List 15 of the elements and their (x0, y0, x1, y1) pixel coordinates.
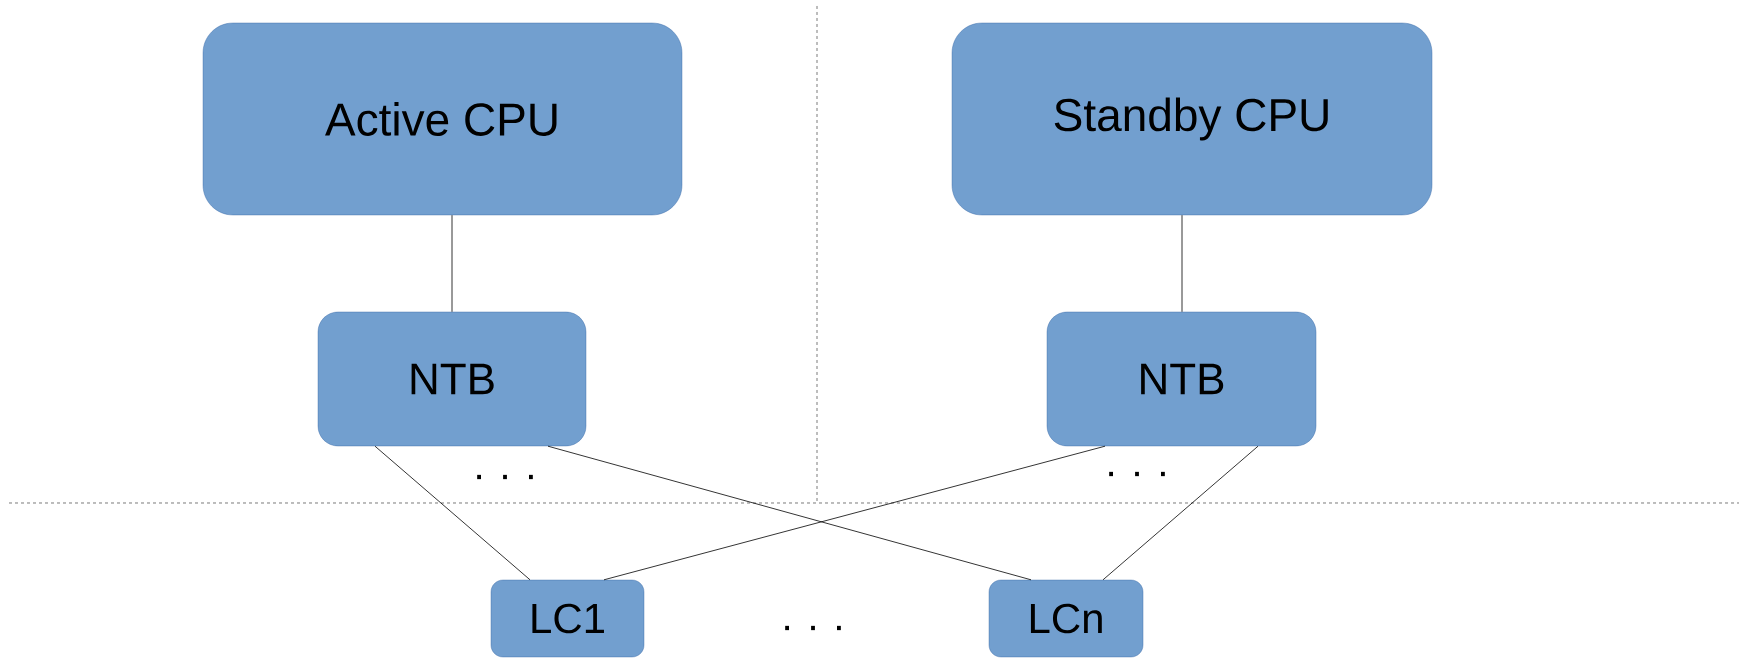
ellipsis-text: . . . (785, 625, 841, 631)
process-box: LCn (988, 579, 1144, 658)
connector-line (451, 214, 453, 313)
ellipsis-text: . . . (477, 474, 533, 480)
process-box: NTB (1046, 311, 1317, 447)
connector-line (1102, 445, 1259, 581)
process-box: NTB (317, 311, 587, 447)
connector-line (547, 445, 1032, 581)
connector-line (603, 445, 1106, 581)
ellipsis-text: . . . (1109, 471, 1165, 477)
process-box: Standby CPU (951, 22, 1433, 216)
process-box: Active CPU (202, 22, 683, 216)
process-box: LC1 (490, 579, 645, 658)
connector-line (374, 445, 531, 581)
connector-line (1181, 214, 1183, 313)
